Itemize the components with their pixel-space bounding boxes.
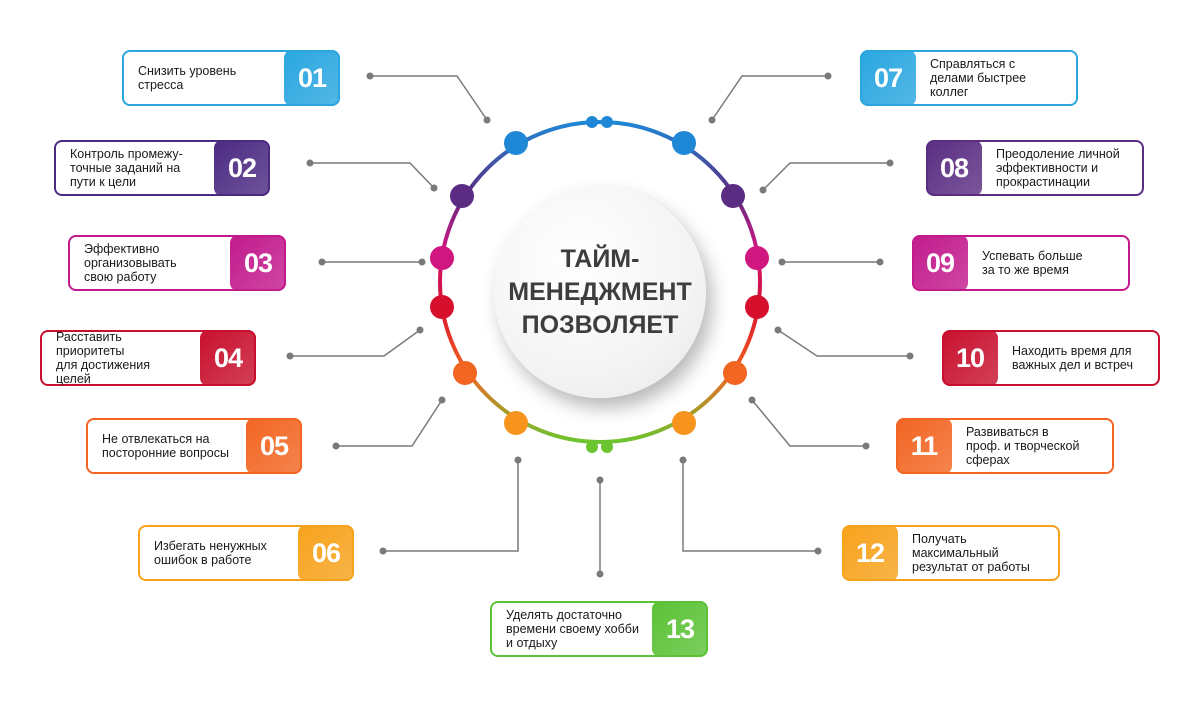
benefit-text: Успевать больше за то же время	[982, 249, 1083, 277]
benefit-card-10: Находить время для важных дел и встреч 10	[942, 330, 1160, 386]
ring-node	[723, 361, 747, 385]
benefit-text: Уделять достаточно времени своему хобби …	[506, 608, 639, 650]
benefit-number-badge: 11	[896, 418, 952, 474]
benefit-text: Преодоление личной эффективности и прокр…	[996, 147, 1120, 189]
benefit-card-13: Уделять достаточно времени своему хобби …	[490, 601, 708, 657]
connector-dot	[514, 456, 522, 464]
connector-dot	[430, 184, 438, 192]
benefit-number-badge: 13	[652, 601, 708, 657]
benefit-text: Справляться с делами быстрее коллег	[930, 57, 1027, 99]
benefit-number-badge: 04	[200, 330, 256, 386]
ring-node	[745, 295, 769, 319]
connector-line	[762, 162, 890, 191]
ring-node	[672, 131, 696, 155]
benefit-number-badge: 12	[842, 525, 898, 581]
benefit-text: Контроль промежу- точные заданий на пути…	[70, 147, 183, 189]
connector-dot	[774, 326, 782, 334]
ring-node	[721, 184, 745, 208]
connector-dot	[318, 258, 326, 266]
ring-dot	[601, 441, 613, 453]
benefit-text: Развиваться в проф. и творческой сферах	[966, 425, 1080, 467]
ring-nodes	[430, 116, 769, 453]
connector-dot	[708, 116, 716, 124]
benefit-card-07: Справляться с делами быстрее коллег 07	[860, 50, 1078, 106]
connector-line	[310, 162, 435, 189]
connector-dot	[438, 396, 446, 404]
benefit-card-02: Контроль промежу- точные заданий на пути…	[54, 140, 270, 196]
benefit-text: Получать максимальный результат от работ…	[912, 532, 1030, 574]
connector-dot	[379, 547, 387, 555]
benefit-card-09: Успевать больше за то же время 09	[912, 235, 1130, 291]
benefit-card-08: Преодоление личной эффективности и прокр…	[926, 140, 1144, 196]
connector-dot	[306, 159, 314, 167]
ring-node	[504, 411, 528, 435]
connector-line	[370, 75, 488, 121]
ring-dot	[601, 116, 613, 128]
connector-line	[383, 460, 519, 552]
benefit-card-04: Расставить приоритеты для достижения цел…	[40, 330, 256, 386]
connector-dot	[366, 72, 374, 80]
connector-dot	[886, 159, 894, 167]
ring-node	[504, 131, 528, 155]
ring-node	[450, 184, 474, 208]
connector-dot	[778, 258, 786, 266]
connector-dot	[596, 476, 604, 484]
benefit-number-badge: 09	[912, 235, 968, 291]
benefit-text: Избегать ненужных ошибок в работе	[154, 539, 267, 567]
connector-dot	[679, 456, 687, 464]
benefit-text: Не отвлекаться на посторонние вопросы	[102, 432, 229, 460]
connector-line	[751, 399, 866, 447]
benefit-number-badge: 08	[926, 140, 982, 196]
benefit-card-12: Получать максимальный результат от работ…	[842, 525, 1060, 581]
benefit-card-11: Развиваться в проф. и творческой сферах 1…	[896, 418, 1114, 474]
ring-node	[453, 361, 477, 385]
connector-dot	[814, 547, 822, 555]
benefit-card-01: Снизить уровень стресса 01	[122, 50, 340, 106]
benefit-number-badge: 02	[214, 140, 270, 196]
connector-dot	[906, 352, 914, 360]
benefit-text: Эффективно организовывать свою работу	[84, 242, 177, 284]
ring-dot	[586, 441, 598, 453]
benefit-card-03: Эффективно организовывать свою работу 03	[68, 235, 286, 291]
connector-line	[777, 329, 910, 357]
ring-node	[672, 411, 696, 435]
benefit-number-badge: 01	[284, 50, 340, 106]
ring-dot	[586, 116, 598, 128]
connector-dot	[876, 258, 884, 266]
connector-line	[711, 75, 828, 121]
center-title: ТАЙМ- МЕНЕДЖМЕНТ ПОЗВОЛЯЕТ	[508, 244, 692, 339]
connector-dot	[596, 570, 604, 578]
connector-dot	[862, 442, 870, 450]
connector-line	[290, 329, 421, 357]
connector-dot	[748, 396, 756, 404]
benefit-card-06: Избегать ненужных ошибок в работе 06	[138, 525, 354, 581]
benefit-text: Расставить приоритеты для достижения цел…	[56, 330, 151, 386]
connector-lines	[286, 72, 914, 578]
connector-dot	[418, 258, 426, 266]
connector-dot	[824, 72, 832, 80]
ring-node	[430, 246, 454, 270]
ring-node	[745, 246, 769, 270]
connector-line	[682, 460, 818, 552]
benefit-number-badge: 10	[942, 330, 998, 386]
outer-ring	[438, 120, 762, 444]
center-hub: ТАЙМ- МЕНЕДЖМЕНТ ПОЗВОЛЯЕТ	[494, 186, 706, 398]
connector-dot	[416, 326, 424, 334]
benefit-card-05: Не отвлекаться на посторонние вопросы 05	[86, 418, 302, 474]
connector-dot	[759, 186, 767, 194]
benefit-text: Находить время для важных дел и встреч	[1012, 344, 1133, 372]
benefit-number-badge: 03	[230, 235, 286, 291]
connector-dot	[483, 116, 491, 124]
benefit-number-badge: 06	[298, 525, 354, 581]
connector-line	[336, 399, 443, 447]
benefit-text: Снизить уровень стресса	[138, 64, 237, 92]
connector-dot	[332, 442, 340, 450]
connector-dot	[286, 352, 294, 360]
ring-node	[430, 295, 454, 319]
benefit-number-badge: 07	[860, 50, 916, 106]
benefit-number-badge: 05	[246, 418, 302, 474]
